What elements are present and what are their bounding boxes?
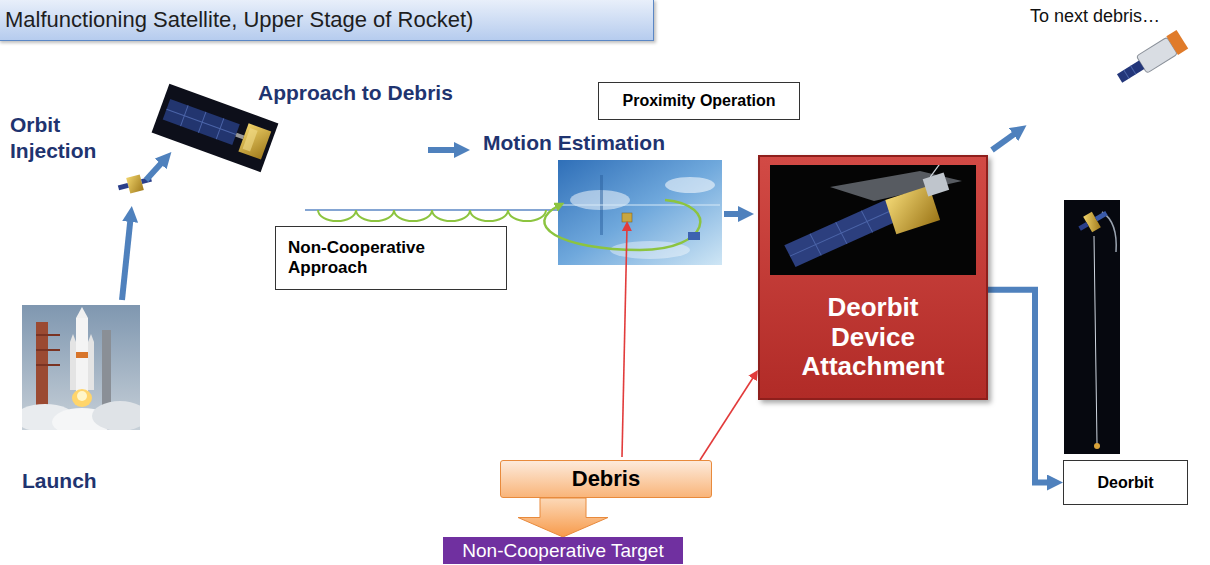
launch-photo	[88, 334, 94, 342]
approach-path	[305, 210, 560, 221]
approach-path	[318, 210, 546, 221]
motion-photo	[622, 213, 632, 222]
motion-photo	[560, 205, 720, 206]
deorbit-photo	[1064, 200, 1120, 454]
scope-banner: Malfunctioning Satellite, Upper Stage of…	[0, 0, 654, 41]
launch-photo	[70, 342, 76, 390]
debris-satellite	[1166, 30, 1188, 55]
deorbit-photo	[1075, 206, 1111, 237]
deorbit-photo	[1094, 236, 1097, 444]
deorbit-photo	[1078, 222, 1088, 231]
debris-satellite	[1114, 30, 1188, 88]
attachment-photo	[923, 173, 949, 197]
node-text: Proximity Operation	[623, 92, 776, 110]
motion-photo	[688, 232, 700, 240]
step-label: Motion Estimation	[483, 130, 665, 156]
deorbit-photo	[1083, 212, 1101, 233]
motion-photo	[665, 177, 715, 193]
launch-photo	[76, 307, 88, 318]
motion-photo	[544, 200, 700, 250]
deorbit-photo	[1095, 211, 1108, 221]
motion-photo	[544, 160, 722, 265]
launch-photo	[102, 330, 111, 410]
launch-photo	[76, 352, 88, 358]
satellite-icon	[118, 183, 129, 190]
step-label: Orbit Injection	[10, 112, 122, 165]
launch-photo	[92, 401, 140, 430]
attachment-photo	[770, 165, 976, 275]
node-text: Malfunctioning Satellite, Upper Stage of…	[5, 7, 473, 33]
deorbit-photo	[1064, 200, 1120, 454]
step-label: Approach to Debris	[258, 80, 453, 106]
launch-photo	[72, 389, 92, 407]
node-text: Non-Cooperative Target	[462, 540, 663, 562]
node-text: Deorbit	[1098, 474, 1154, 492]
deorbit-photo	[1094, 443, 1100, 449]
launch-photo	[76, 318, 88, 392]
pointer-line	[700, 374, 755, 460]
flow-arrow	[428, 147, 462, 153]
next-target-label: To next debris…	[1030, 6, 1160, 27]
highlight-text: Deorbit Device Attachment	[788, 293, 958, 383]
attachment-photo	[925, 165, 954, 177]
phase-box: Proximity Operation	[598, 82, 800, 120]
launch-photo	[77, 391, 87, 401]
node-text: Non-Cooperative Approach	[288, 238, 494, 278]
chaser-satellite	[163, 99, 240, 145]
flow-arrow	[146, 158, 166, 180]
satellite-icon	[126, 174, 144, 193]
highlight-box: Deorbit Device Attachment	[758, 155, 988, 400]
chaser-satellite	[243, 128, 258, 151]
node-text: Debris	[572, 466, 640, 492]
debris-satellite	[1124, 66, 1136, 79]
flow-arrow	[122, 214, 131, 300]
deorbit-photo	[1102, 212, 1116, 252]
chaser-satellite	[238, 123, 271, 159]
attachment-photo	[781, 199, 901, 268]
target-box: Debris	[500, 460, 712, 498]
chaser-satellite	[163, 99, 240, 145]
debris-satellite	[1117, 60, 1144, 82]
flow-arrow	[724, 211, 746, 217]
leader-line	[622, 226, 627, 457]
launch-photo	[88, 342, 94, 390]
phase-box: Non-Cooperative Approach	[275, 226, 507, 290]
step-label: Launch	[22, 468, 97, 494]
flow-arrow	[518, 498, 608, 537]
launch-photo	[22, 305, 140, 430]
launch-photo	[36, 335, 60, 365]
attachment-photo	[783, 202, 897, 265]
flow-arrow	[988, 290, 1055, 483]
flow-arrow	[992, 130, 1020, 150]
phase-box: Deorbit	[1063, 460, 1188, 505]
attachment-photo	[770, 165, 976, 275]
summary-box: Non-Cooperative Target	[443, 537, 683, 564]
chaser-satellite	[235, 133, 244, 139]
attachment-photo	[773, 165, 968, 268]
launch-photo	[70, 334, 76, 342]
